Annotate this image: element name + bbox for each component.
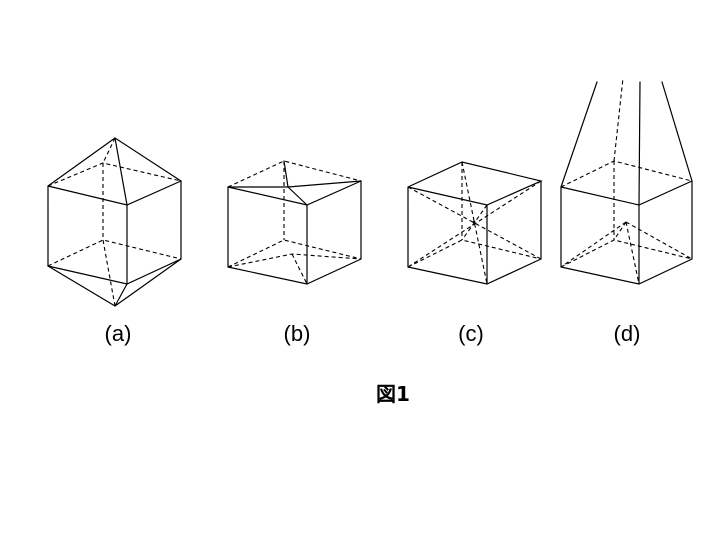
figure-b-bottom-flat-pyramid: [227, 253, 362, 285]
figure-a-cube-solid-edges: [47, 180, 182, 285]
figure-b-cube-hidden-edges: [227, 160, 362, 268]
figure-c-label: (c): [458, 321, 484, 346]
figure-a-drawing: [47, 137, 182, 307]
figure-a-bottom-pyramid-hidden: [102, 239, 116, 307]
figure-b-drawing: [227, 160, 362, 285]
figure-c-center-point: [472, 220, 476, 224]
figure-d-tall-pyramid-edges: [560, 81, 693, 206]
figure-a-bottom-pyramid: [47, 258, 182, 307]
figure-d-label: (d): [613, 321, 641, 346]
figure-caption: 図1: [376, 382, 410, 406]
figure-a-top-pyramid-hidden: [102, 137, 116, 164]
figure-d-drawing: [560, 77, 693, 285]
figure-d-cube-solid-edges: [560, 180, 693, 285]
figure-a-top-pyramid: [47, 137, 182, 206]
figure-d-tall-pyramid-hidden: [613, 77, 624, 162]
figure-d-inner-pyramid: [560, 221, 693, 285]
figure-a-label: (a): [104, 321, 132, 346]
figure-b-cube-solid-edges: [227, 180, 362, 285]
figure-c-drawing: [407, 161, 543, 285]
figure-d-cube-hidden-edges: [560, 160, 693, 268]
figure-a-cube-hidden-edges: [47, 162, 182, 267]
figure-b-top-flat-pyramid: [227, 160, 362, 206]
figure-b-label: (b): [283, 321, 311, 346]
